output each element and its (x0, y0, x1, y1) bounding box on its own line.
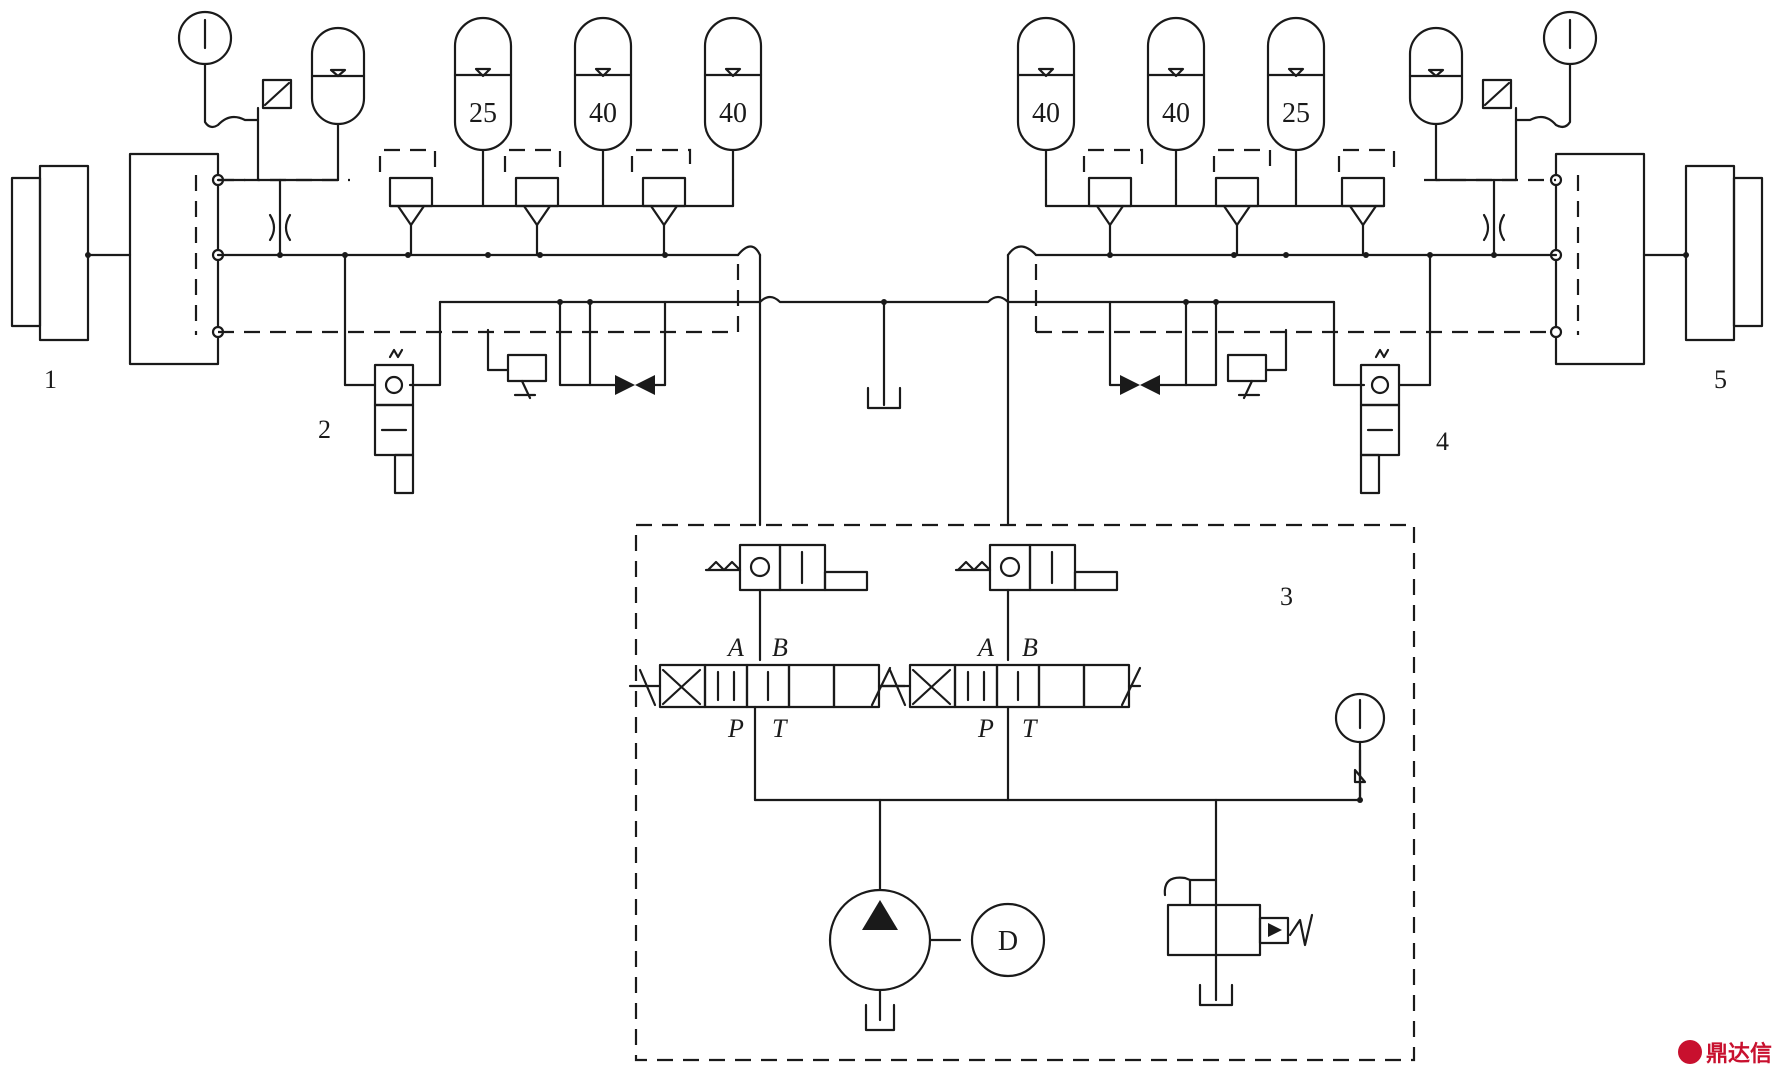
relief-valve-main (1163, 876, 1314, 1007)
accumulator-right-3-label: 25 (1282, 98, 1310, 129)
shutoff-valve-right (1108, 300, 1218, 395)
brake-actuator-left (10, 152, 225, 366)
brake-actuator-right (1549, 152, 1764, 366)
port-a-right: A (976, 633, 994, 662)
relief-valve-left-small (486, 328, 548, 400)
accumulator-left-2-label: 40 (589, 98, 617, 129)
watermark-text: 鼎达信 (1706, 1041, 1772, 1067)
accumulator-right-3: 25 (1266, 16, 1326, 182)
port-t-right: T (1022, 714, 1038, 743)
motor-label: D (998, 926, 1018, 957)
charging-valves-right (1044, 148, 1396, 257)
port-t-left: T (772, 714, 788, 743)
port-p-right: P (977, 714, 994, 743)
pressure-switch-left (256, 78, 293, 182)
supply-manifold (753, 748, 1363, 892)
tank-center (758, 295, 1010, 410)
label-component-1: 1 (44, 365, 57, 394)
pressure-gauge-left (177, 10, 260, 129)
port-a-left: A (726, 633, 744, 662)
label-component-2: 2 (318, 415, 331, 444)
accumulator-small-left (256, 26, 366, 182)
accumulator-left-2: 40 (573, 16, 633, 182)
port-b-right: B (1022, 633, 1038, 662)
port-b-left: B (772, 633, 788, 662)
shutoff-valve-left (558, 300, 667, 395)
pressure-gauge-unit (1334, 692, 1386, 802)
directional-valve-right: A B P T (878, 633, 1142, 802)
pump (828, 888, 962, 1032)
control-unit-3 (634, 523, 1416, 1062)
pressure-gauge-right (1514, 10, 1598, 129)
accumulator-small-right (1408, 26, 1518, 182)
check-solenoid-valve-left (704, 543, 869, 592)
pressure-lines-right (1006, 178, 1558, 527)
accumulator-right-1: 40 (1016, 16, 1076, 182)
label-component-4: 4 (1436, 427, 1449, 456)
port-p-left: P (727, 714, 744, 743)
solenoid-valve-2 (373, 348, 415, 495)
directional-valve-left: A B P T (628, 633, 907, 802)
motor: D (970, 902, 1046, 978)
relief-valve-right-small (1226, 328, 1288, 400)
label-component-3: 3 (1280, 582, 1293, 611)
solenoid-valve-4 (1359, 348, 1401, 495)
accumulator-left-3: 40 (703, 16, 763, 182)
accumulator-left-1: 25 (453, 16, 513, 182)
pressure-switch-right (1481, 78, 1518, 182)
charging-valves-left (378, 148, 735, 257)
watermark: 鼎达信 (1678, 1040, 1772, 1067)
check-solenoid-valve-right (954, 543, 1119, 592)
accumulator-right-2-label: 40 (1162, 98, 1190, 129)
accumulator-left-1-label: 25 (469, 98, 497, 129)
accumulator-right-2: 40 (1146, 16, 1206, 182)
accumulator-right-1-label: 40 (1032, 98, 1060, 129)
label-component-5: 5 (1714, 365, 1727, 394)
accumulator-left-3-label: 40 (719, 98, 747, 129)
